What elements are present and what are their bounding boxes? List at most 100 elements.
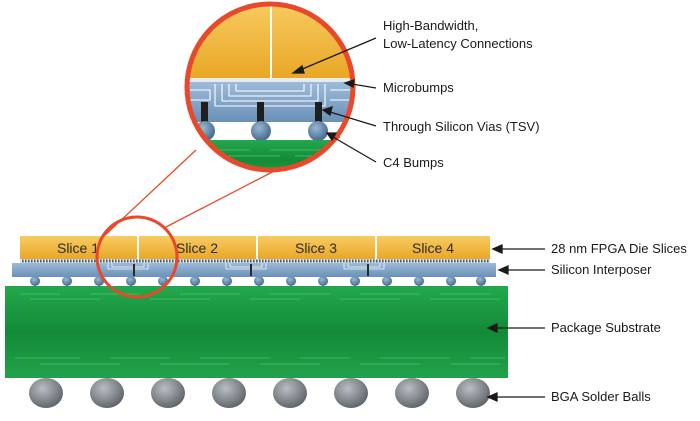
microbump [406,259,408,263]
microbump [121,259,123,263]
callout-c4-bumps: C4 Bumps [383,155,444,170]
microbump [313,259,315,263]
microbump [346,259,348,263]
microbump [421,259,423,263]
microbump [40,259,42,263]
microbump [394,259,396,263]
microbump [286,259,288,263]
microbump [142,259,144,263]
microbump [193,259,195,263]
microbump [124,259,126,263]
callout-tsv: Through Silicon Vias (TSV) [383,119,540,134]
microbump [241,259,243,263]
microbump [433,259,435,263]
callout-microbumps: Microbumps [383,80,454,95]
microbump [283,259,285,263]
c4-bumps-row [30,276,486,286]
microbump [151,259,153,263]
microbump [127,259,129,263]
microbump [400,259,402,263]
microbump [31,259,33,263]
microbump [310,259,312,263]
die-slice-1 [20,236,137,259]
slice-label-3: Slice 3 [295,240,337,256]
microbump [46,259,48,263]
microbump [76,259,78,263]
microbump [223,259,225,263]
microbump [226,259,228,263]
label-fpga-slices: 28 nm FPGA Die Slices [551,241,687,256]
microbump [319,259,321,263]
microbump [427,259,429,263]
microbump [301,259,303,263]
microbump [232,259,234,263]
microbump [172,259,174,263]
microbump [340,259,342,263]
microbump [418,259,420,263]
microbump [136,259,138,263]
microbump [454,259,456,263]
microbump [391,259,393,263]
microbump [112,259,114,263]
microbump [244,259,246,263]
microbump [49,259,51,263]
fpga-die-slices: Slice 1 Slice 2 Slice 3 Slice 4 [20,236,490,259]
microbump [130,259,132,263]
microbump [469,259,471,263]
microbump [214,259,216,263]
microbump [448,259,450,263]
slice-label-1: Slice 1 [57,240,99,256]
microbump [88,259,90,263]
bga-solder-balls [29,378,490,408]
label-silicon-interposer: Silicon Interposer [551,262,652,277]
microbump [451,259,453,263]
microbump [295,259,297,263]
microbump [220,259,222,263]
silicon-interposer [12,263,496,277]
microbump [445,259,447,263]
microbump [409,259,411,263]
microbump [373,259,375,263]
microbump [481,259,483,263]
microbump [61,259,63,263]
microbump [253,259,255,263]
microbump [166,259,168,263]
microbump [475,259,477,263]
microbump [328,259,330,263]
microbump [157,259,159,263]
microbump [316,259,318,263]
microbump [472,259,474,263]
microbump [466,259,468,263]
microbump [304,259,306,263]
microbump [247,259,249,263]
microbump [133,259,135,263]
microbump [265,259,267,263]
microbump [235,259,237,263]
microbump [208,259,210,263]
slice-label-4: Slice 4 [412,240,454,256]
microbump [91,259,93,263]
microbump [358,259,360,263]
microbump [82,259,84,263]
microbump [148,259,150,263]
microbump [259,259,261,263]
microbump [169,259,171,263]
microbump [388,259,390,263]
label-bga-solder-balls: BGA Solder Balls [551,389,651,404]
microbump [67,259,69,263]
microbump [181,259,183,263]
microbump [178,259,180,263]
microbump [382,259,384,263]
microbump [154,259,156,263]
microbump [109,259,111,263]
microbumps-row [20,259,490,263]
slice-label-2: Slice 2 [176,240,218,256]
microbump [256,259,258,263]
microbump [100,259,102,263]
microbump [436,259,438,263]
microbump [274,259,276,263]
microbump [250,259,252,263]
microbump [196,259,198,263]
